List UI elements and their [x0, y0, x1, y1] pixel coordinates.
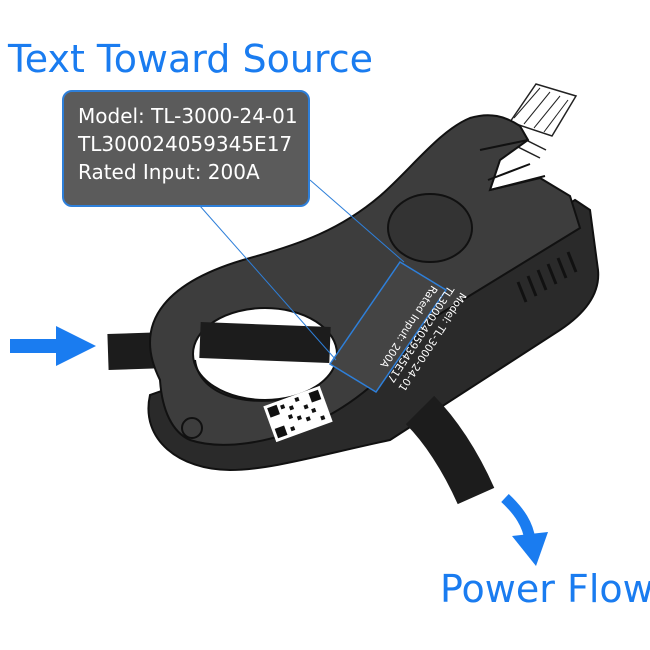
ribbon-strip — [499, 83, 578, 159]
flow-heading: Power Flow — [440, 567, 650, 611]
cable-out — [405, 395, 495, 505]
qr-code-icon — [263, 385, 333, 443]
callout-rating: Rated Input: 200A — [78, 160, 260, 184]
logo-icon — [181, 417, 203, 439]
cable-through — [199, 322, 331, 363]
arrow-curved-down-icon — [501, 493, 548, 566]
clamp-jaw — [479, 139, 546, 191]
device-label-panel — [328, 260, 448, 394]
callout-serial: TL300024059345E17 — [78, 132, 293, 156]
callout-leaders — [199, 179, 405, 361]
direction-heading: Text Toward Source — [8, 37, 373, 81]
grip-ribs — [516, 251, 578, 303]
arrow-right-icon — [10, 326, 96, 366]
label-callout: Model: TL-3000-24-01 TL300024059345E17 R… — [62, 90, 310, 207]
release-button — [387, 193, 473, 263]
callout-model: Model: TL-3000-24-01 — [78, 104, 298, 128]
